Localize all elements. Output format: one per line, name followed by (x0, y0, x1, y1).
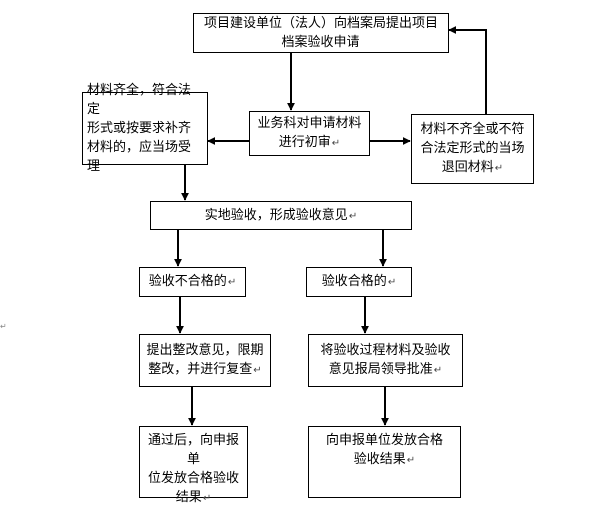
paragraph-mark: ↵ (253, 365, 262, 376)
node-issue-result-after-recheck: 通过后，向申报单 位发放合格验收 结果↵ (139, 426, 248, 505)
paragraph-mark: ↵ (494, 163, 504, 174)
paragraph-mark: ↵ (202, 493, 212, 504)
node-submit-application: 项目建设单位（法人）向档案局提出项目 档案验收申请 (193, 13, 449, 53)
node-accept-on-site-text: 材料齐全，符合法定 形式或按要求补齐 材料的，应当场受理 (87, 82, 192, 174)
node-rectify-and-recheck-text: 提出整改意见，限期 整改，并进行复查 (146, 343, 264, 377)
node-inspection-passed: 验收合格的↵ (306, 267, 412, 297)
node-inspection-passed-text: 验收合格的 (321, 274, 387, 289)
stray-paragraph-mark: ↵ (0, 322, 7, 331)
node-report-for-approval-text: 将验收过程材料及验收 意见报局领导批准 (320, 343, 451, 377)
paragraph-mark: ↵ (348, 210, 358, 222)
node-site-inspection-text: 实地验收，形成验收意见 (204, 207, 348, 223)
node-accept-on-site: 材料齐全，符合法定 形式或按要求补齐 材料的，应当场受理 (82, 83, 208, 174)
node-site-inspection: 实地验收，形成验收意见↵ (150, 201, 412, 230)
node-return-materials-text: 材料不齐全或不符 合法定形式的当场 退回材料 (420, 122, 525, 175)
node-inspection-failed: 验收不合格的↵ (139, 267, 246, 297)
node-return-materials: 材料不齐全或不符 合法定形式的当场 退回材料↵ (411, 114, 534, 184)
node-report-for-approval: 将验收过程材料及验收 意见报局领导批准↵ (308, 334, 463, 387)
node-issue-acceptance-result-text: 向申报单位发放合格 验收结果 (325, 433, 443, 467)
paragraph-mark: ↵ (406, 455, 416, 466)
paragraph-mark: ↵ (331, 138, 341, 149)
paragraph-mark: ↵ (387, 277, 397, 288)
paragraph-mark: ↵ (227, 277, 237, 288)
node-preliminary-review-text: 业务科对申请材料 进行初审 (257, 116, 362, 150)
node-submit-application-text: 项目建设单位（法人）向档案局提出项目 档案验收申请 (203, 15, 438, 50)
node-inspection-failed-text: 验收不合格的 (148, 274, 227, 289)
node-preliminary-review: 业务科对申请材料 进行初审↵ (249, 111, 370, 156)
paragraph-mark: ↵ (433, 365, 443, 376)
node-issue-acceptance-result: 向申报单位发放合格 验收结果↵ (308, 426, 461, 498)
node-issue-result-after-recheck-text: 通过后，向申报单 位发放合格验收 结果 (147, 433, 239, 505)
node-rectify-and-recheck: 提出整改意见，限期 整改，并进行复查↵ (139, 334, 271, 387)
arrow-reject-back-to-apply (448, 26, 487, 114)
